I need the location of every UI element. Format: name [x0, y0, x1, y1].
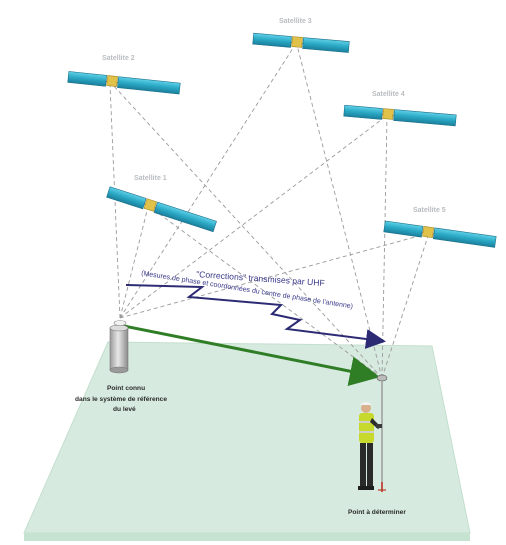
satellite-3-label: Satellite 3 — [279, 18, 312, 25]
line-rover-sat1 — [149, 206, 383, 379]
satellite-1 — [106, 186, 217, 233]
ground-plane — [23, 341, 471, 541]
line-base-sat3 — [119, 44, 296, 319]
satellite-5 — [383, 220, 497, 248]
satellite-3 — [252, 32, 350, 53]
satellite-2 — [67, 71, 181, 95]
known-point-line1: Point connu — [107, 385, 145, 392]
line-rover-sat2 — [111, 83, 383, 379]
sight-lines — [109, 44, 429, 379]
line-base-sat1 — [119, 206, 149, 319]
surveyor — [358, 402, 382, 490]
satellite-4 — [343, 104, 457, 127]
uhf-arrow — [125, 284, 386, 349]
line-base-sat5 — [119, 233, 427, 319]
satellite-4-label: Satellite 4 — [372, 91, 405, 98]
line-rover-sat5 — [381, 235, 429, 379]
rover — [376, 374, 388, 492]
base-antenna — [113, 320, 127, 326]
baseline-arrow — [123, 324, 380, 387]
line-rover-sat4 — [381, 116, 388, 379]
known-point-line3: du levé — [113, 406, 136, 413]
satellite-2-label: Satellite 2 — [102, 55, 135, 62]
satellite-5-label: Satellite 5 — [413, 207, 446, 214]
known-point-line2: dans le système de référence — [75, 396, 167, 403]
unknown-point-label: Point à déterminer — [348, 509, 406, 516]
base-station — [109, 320, 129, 374]
line-rover-sat3 — [296, 44, 383, 379]
satellite-1-label: Satellite 1 — [134, 175, 167, 182]
